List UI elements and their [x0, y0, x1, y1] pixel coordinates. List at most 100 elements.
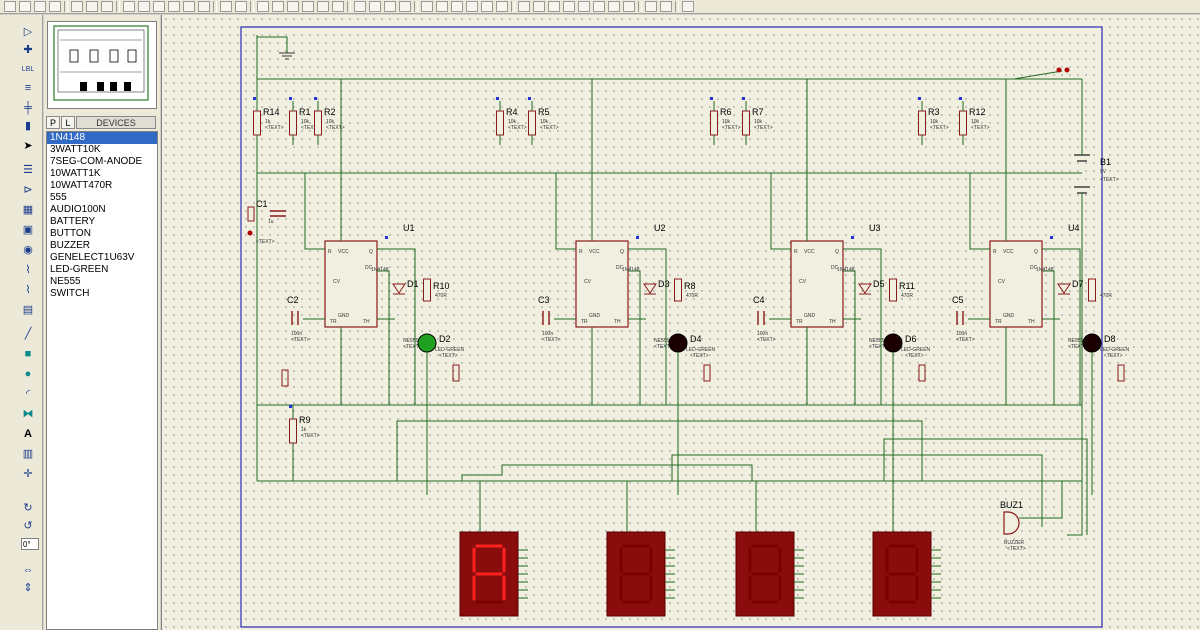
pin-label-dc: DC	[616, 265, 624, 271]
toolbar-button-icon[interactable]	[481, 1, 493, 12]
toolbar-button-icon[interactable]	[682, 1, 694, 12]
tab-libraries[interactable]: L	[61, 116, 75, 129]
current-probe-icon[interactable]: ⌇	[25, 284, 31, 296]
toolbar-button-icon[interactable]	[153, 1, 165, 12]
text-placeholder: <TEXT>	[754, 125, 773, 131]
tape-recorder-icon[interactable]: ▣	[22, 224, 34, 236]
device-pin-icon[interactable]: ⊳	[23, 184, 33, 196]
toolbar-button-icon[interactable]	[183, 1, 195, 12]
toolbar-button-icon[interactable]	[623, 1, 635, 12]
mirror-vertical-icon[interactable]: ⇕	[23, 582, 33, 594]
virtual-instrument-icon[interactable]: ▤	[22, 304, 34, 316]
graph-icon[interactable]: ▦	[22, 204, 34, 216]
toolbar-button-icon[interactable]	[645, 1, 657, 12]
toolbar-button-icon[interactable]	[302, 1, 314, 12]
toolbar-button-icon[interactable]	[436, 1, 448, 12]
text-icon[interactable]: A	[24, 428, 32, 440]
buzzer-symbol	[1003, 511, 1020, 535]
rotation-angle-field[interactable]: 0°	[21, 538, 39, 550]
device-item[interactable]: BUZZER	[50, 240, 90, 251]
toolbar-button-icon[interactable]	[198, 1, 210, 12]
subcircuit-icon[interactable]: ▮	[24, 120, 32, 132]
marker-icon[interactable]: ✛	[23, 468, 33, 480]
diode-ref: D5	[873, 279, 885, 289]
toolbar-button-icon[interactable]	[235, 1, 247, 12]
mirror-horizontal-icon[interactable]: ⇔	[22, 564, 34, 576]
device-item[interactable]: LED-GREEN	[50, 264, 109, 275]
rotate-clockwise-icon[interactable]: ↻	[23, 502, 33, 514]
device-item[interactable]: 7SEG-COM-ANODE	[50, 156, 143, 167]
circle-icon[interactable]: ●	[24, 368, 32, 380]
toolbar-button-icon[interactable]	[19, 1, 31, 12]
toolbar-button-icon[interactable]	[466, 1, 478, 12]
toolbar-button-icon[interactable]	[101, 1, 113, 12]
toolbar-button-icon[interactable]	[354, 1, 366, 12]
toolbar-button-icon[interactable]	[34, 1, 46, 12]
toolbar-button-icon[interactable]	[272, 1, 284, 12]
toolbar-button-icon[interactable]	[399, 1, 411, 12]
device-item[interactable]: NE555	[50, 276, 81, 287]
toolbar-button-icon[interactable]	[257, 1, 269, 12]
toolbar-button-icon[interactable]	[563, 1, 575, 12]
terminals-icon[interactable]: ☰	[23, 164, 33, 176]
toolbar-button-icon[interactable]	[369, 1, 381, 12]
box-icon[interactable]: ■	[24, 348, 32, 360]
toolbar-button-icon[interactable]	[660, 1, 672, 12]
device-item[interactable]: GENELECT1U63V	[50, 252, 135, 263]
toolbar-button-icon[interactable]	[317, 1, 329, 12]
led-ref: D6	[905, 334, 917, 344]
toolbar-button-icon[interactable]	[4, 1, 16, 12]
generator-icon[interactable]: ◉	[23, 244, 33, 256]
toolbar-button-icon[interactable]	[49, 1, 61, 12]
bus-icon[interactable]: ╪	[24, 102, 32, 114]
toolbar-button-icon[interactable]	[220, 1, 232, 12]
toolbar-button-icon[interactable]	[86, 1, 98, 12]
toolbar-button-icon[interactable]	[548, 1, 560, 12]
device-item[interactable]: 3WATT10K	[50, 144, 101, 155]
voltage-probe-icon[interactable]: ⌇	[25, 264, 31, 276]
device-item[interactable]: BATTERY	[50, 216, 96, 227]
pin-label-cv: CV	[584, 279, 592, 285]
device-item[interactable]: 10WATT470R	[50, 180, 113, 191]
device-item[interactable]: 555	[50, 192, 67, 203]
line-icon[interactable]: ╱	[24, 328, 32, 340]
selection-arrow-icon[interactable]: ➤	[23, 140, 33, 152]
wire-label-icon[interactable]: LBL	[21, 66, 35, 73]
junction-dot-icon[interactable]: ✚	[23, 44, 33, 56]
device-list[interactable]: 1N4148 3WATT10K 7SEG-COM-ANODE 10WATT1K …	[46, 131, 158, 630]
toolbar-button-icon[interactable]	[71, 1, 83, 12]
device-item[interactable]: SWITCH	[50, 288, 90, 299]
toolbar-button-icon[interactable]	[168, 1, 180, 12]
resistor-value: 1k	[265, 119, 271, 125]
resistor-value: 10k	[930, 119, 939, 125]
device-item[interactable]: 1N4148	[47, 132, 157, 144]
component-mode-icon[interactable]: ▷	[23, 26, 33, 38]
device-item[interactable]: 10WATT1K	[50, 168, 101, 179]
toolbar-button-icon[interactable]	[578, 1, 590, 12]
toolbar-button-icon[interactable]	[518, 1, 530, 12]
tab-pick-devices[interactable]: P	[46, 116, 60, 129]
toolbar-button-icon[interactable]	[332, 1, 344, 12]
toolbar-button-icon[interactable]	[123, 1, 135, 12]
device-item[interactable]: AUDIO100N	[50, 204, 106, 215]
device-item[interactable]: BUTTON	[50, 228, 91, 239]
pin-label-vcc: VCC	[338, 249, 349, 255]
toolbar-button-icon[interactable]	[593, 1, 605, 12]
toolbar-button-icon[interactable]	[533, 1, 545, 12]
path-icon[interactable]: ⧓	[22, 408, 34, 420]
overview-window[interactable]	[47, 21, 157, 109]
arc-icon[interactable]: ◜	[25, 388, 31, 400]
symbol-icon[interactable]: ▥	[22, 448, 34, 460]
pin-label-th: TH	[363, 319, 370, 325]
toolbar-button-icon[interactable]	[608, 1, 620, 12]
toolbar-button-icon[interactable]	[138, 1, 150, 12]
rotate-anticlockwise-icon[interactable]: ↺	[23, 520, 33, 532]
toolbar-button-icon[interactable]	[384, 1, 396, 12]
toolbar-button-icon[interactable]	[287, 1, 299, 12]
toolbar-button-icon[interactable]	[496, 1, 508, 12]
toolbar-button-icon[interactable]	[421, 1, 433, 12]
toolbar-button-icon[interactable]	[451, 1, 463, 12]
diode-part: 1N4148	[1036, 267, 1054, 273]
text-script-icon[interactable]: ≡	[24, 82, 32, 94]
